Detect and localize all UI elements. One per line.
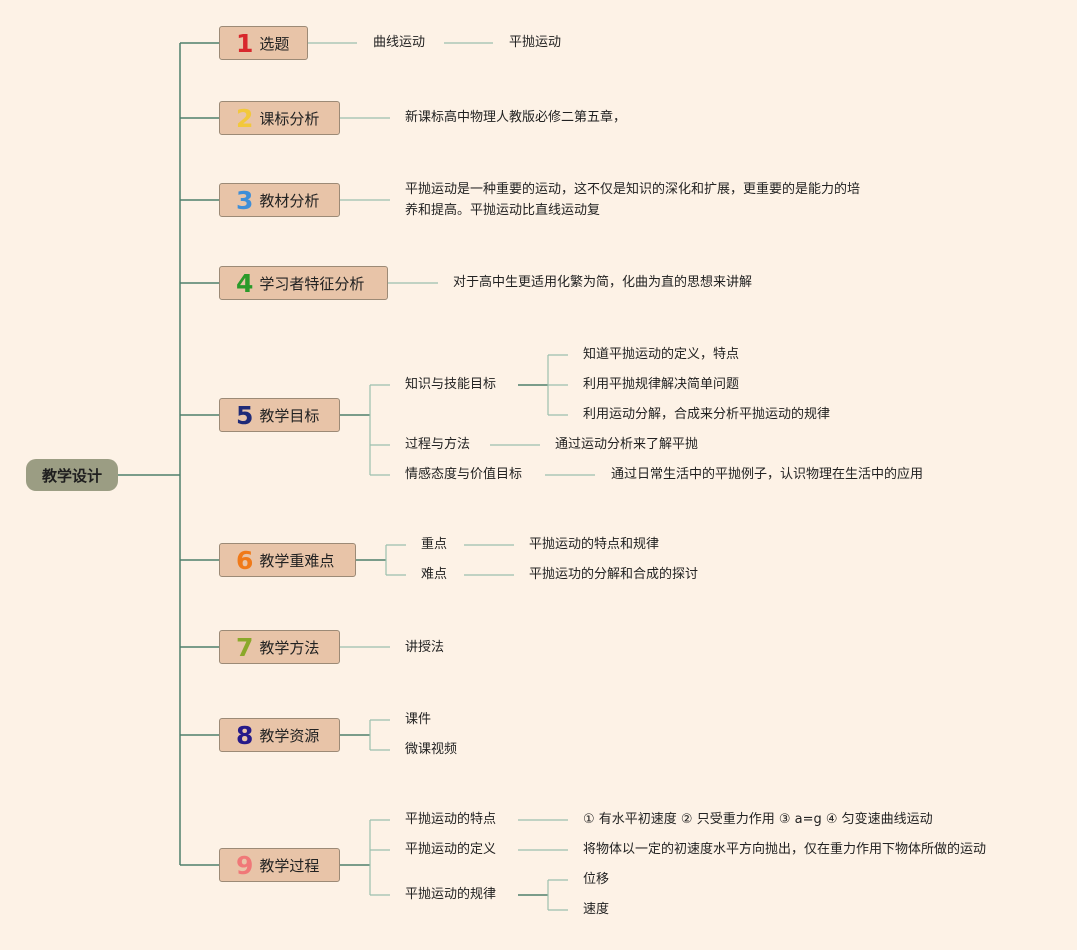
- branch-label: 教学资源: [259, 726, 320, 745]
- node-definition-item[interactable]: 将物体以一定的初速度水平方向抛出，仅在重力作用下物体所做的运动: [583, 842, 987, 857]
- node-process-method-item[interactable]: 通过运动分析来了解平抛: [555, 437, 699, 452]
- node-process-method[interactable]: 过程与方法: [405, 437, 471, 452]
- node-law[interactable]: 平抛运动的规律: [405, 887, 497, 902]
- node-key-point[interactable]: 重点: [421, 537, 448, 552]
- node-knowledge-item[interactable]: 利用平抛规律解决简单问题: [583, 377, 740, 392]
- node-lecture-method[interactable]: 讲授法: [405, 640, 445, 655]
- node-courseware[interactable]: 课件: [405, 712, 432, 727]
- branch-curriculum-analysis[interactable]: 2 课标分析: [219, 101, 340, 135]
- number-2: 2: [236, 103, 254, 133]
- branch-topic[interactable]: 1 选题: [219, 26, 308, 60]
- branch-teaching-process[interactable]: 9 教学过程: [219, 848, 340, 882]
- node-difficult-point[interactable]: 难点: [421, 567, 448, 582]
- branch-label: 课标分析: [259, 109, 320, 128]
- node-features-item[interactable]: ① 有水平初速度 ② 只受重力作用 ③ a=g ④ 匀变速曲线运动: [583, 812, 933, 827]
- branch-teaching-resources[interactable]: 8 教学资源: [219, 718, 340, 752]
- node-emotion-values[interactable]: 情感态度与价值目标: [405, 467, 523, 482]
- node-difficult-point-item[interactable]: 平抛运功的分解和合成的探讨: [529, 567, 699, 582]
- branch-textbook-analysis[interactable]: 3 教材分析: [219, 183, 340, 217]
- branch-teaching-goals[interactable]: 5 教学目标: [219, 398, 340, 432]
- number-7: 7: [236, 632, 254, 662]
- branch-learner-analysis[interactable]: 4 学习者特征分析: [219, 266, 388, 300]
- branch-label: 教学重难点: [259, 551, 335, 570]
- node-definition[interactable]: 平抛运动的定义: [405, 842, 497, 857]
- branch-label: 教学过程: [259, 856, 320, 875]
- number-5: 5: [236, 400, 254, 430]
- number-6: 6: [236, 545, 254, 575]
- node-projectile-motion[interactable]: 平抛运动: [509, 35, 562, 50]
- node-curved-motion[interactable]: 曲线运动: [373, 35, 426, 50]
- node-textbook-text-line1[interactable]: 平抛运动是一种重要的运动，这不仅是知识的深化和扩展，更重要的是能力的培: [405, 182, 861, 197]
- branch-teaching-method[interactable]: 7 教学方法: [219, 630, 340, 664]
- branch-label: 教材分析: [259, 191, 320, 210]
- branch-label: 学习者特征分析: [259, 274, 365, 293]
- root-node[interactable]: 教学设计: [26, 459, 118, 491]
- number-9: 9: [236, 850, 254, 880]
- number-4: 4: [236, 268, 254, 298]
- node-learner-text[interactable]: 对于高中生更适用化繁为简，化曲为直的思想来讲解: [453, 275, 753, 290]
- node-curriculum-text[interactable]: 新课标高中物理人教版必修二第五章，: [405, 110, 627, 125]
- node-law-displacement[interactable]: 位移: [583, 872, 610, 887]
- number-8: 8: [236, 720, 254, 750]
- branch-key-difficult-points[interactable]: 6 教学重难点: [219, 543, 356, 577]
- branch-label: 教学目标: [259, 406, 320, 425]
- node-textbook-text-line2[interactable]: 养和提高。平抛运动比直线运动复: [405, 203, 601, 218]
- node-knowledge-item[interactable]: 利用运动分解，合成来分析平抛运动的规律: [583, 407, 831, 422]
- node-emotion-values-item[interactable]: 通过日常生活中的平抛例子，认识物理在生活中的应用: [611, 467, 924, 482]
- node-law-velocity[interactable]: 速度: [583, 902, 610, 917]
- branch-label: 选题: [259, 34, 290, 53]
- node-knowledge-item[interactable]: 知道平抛运动的定义，特点: [583, 347, 740, 362]
- node-features[interactable]: 平抛运动的特点: [405, 812, 497, 827]
- number-1: 1: [236, 28, 254, 58]
- node-knowledge-skills[interactable]: 知识与技能目标: [405, 377, 497, 392]
- number-3: 3: [236, 185, 254, 215]
- branch-label: 教学方法: [259, 638, 320, 657]
- node-key-point-item[interactable]: 平抛运动的特点和规律: [529, 537, 660, 552]
- node-micro-video[interactable]: 微课视频: [405, 742, 458, 757]
